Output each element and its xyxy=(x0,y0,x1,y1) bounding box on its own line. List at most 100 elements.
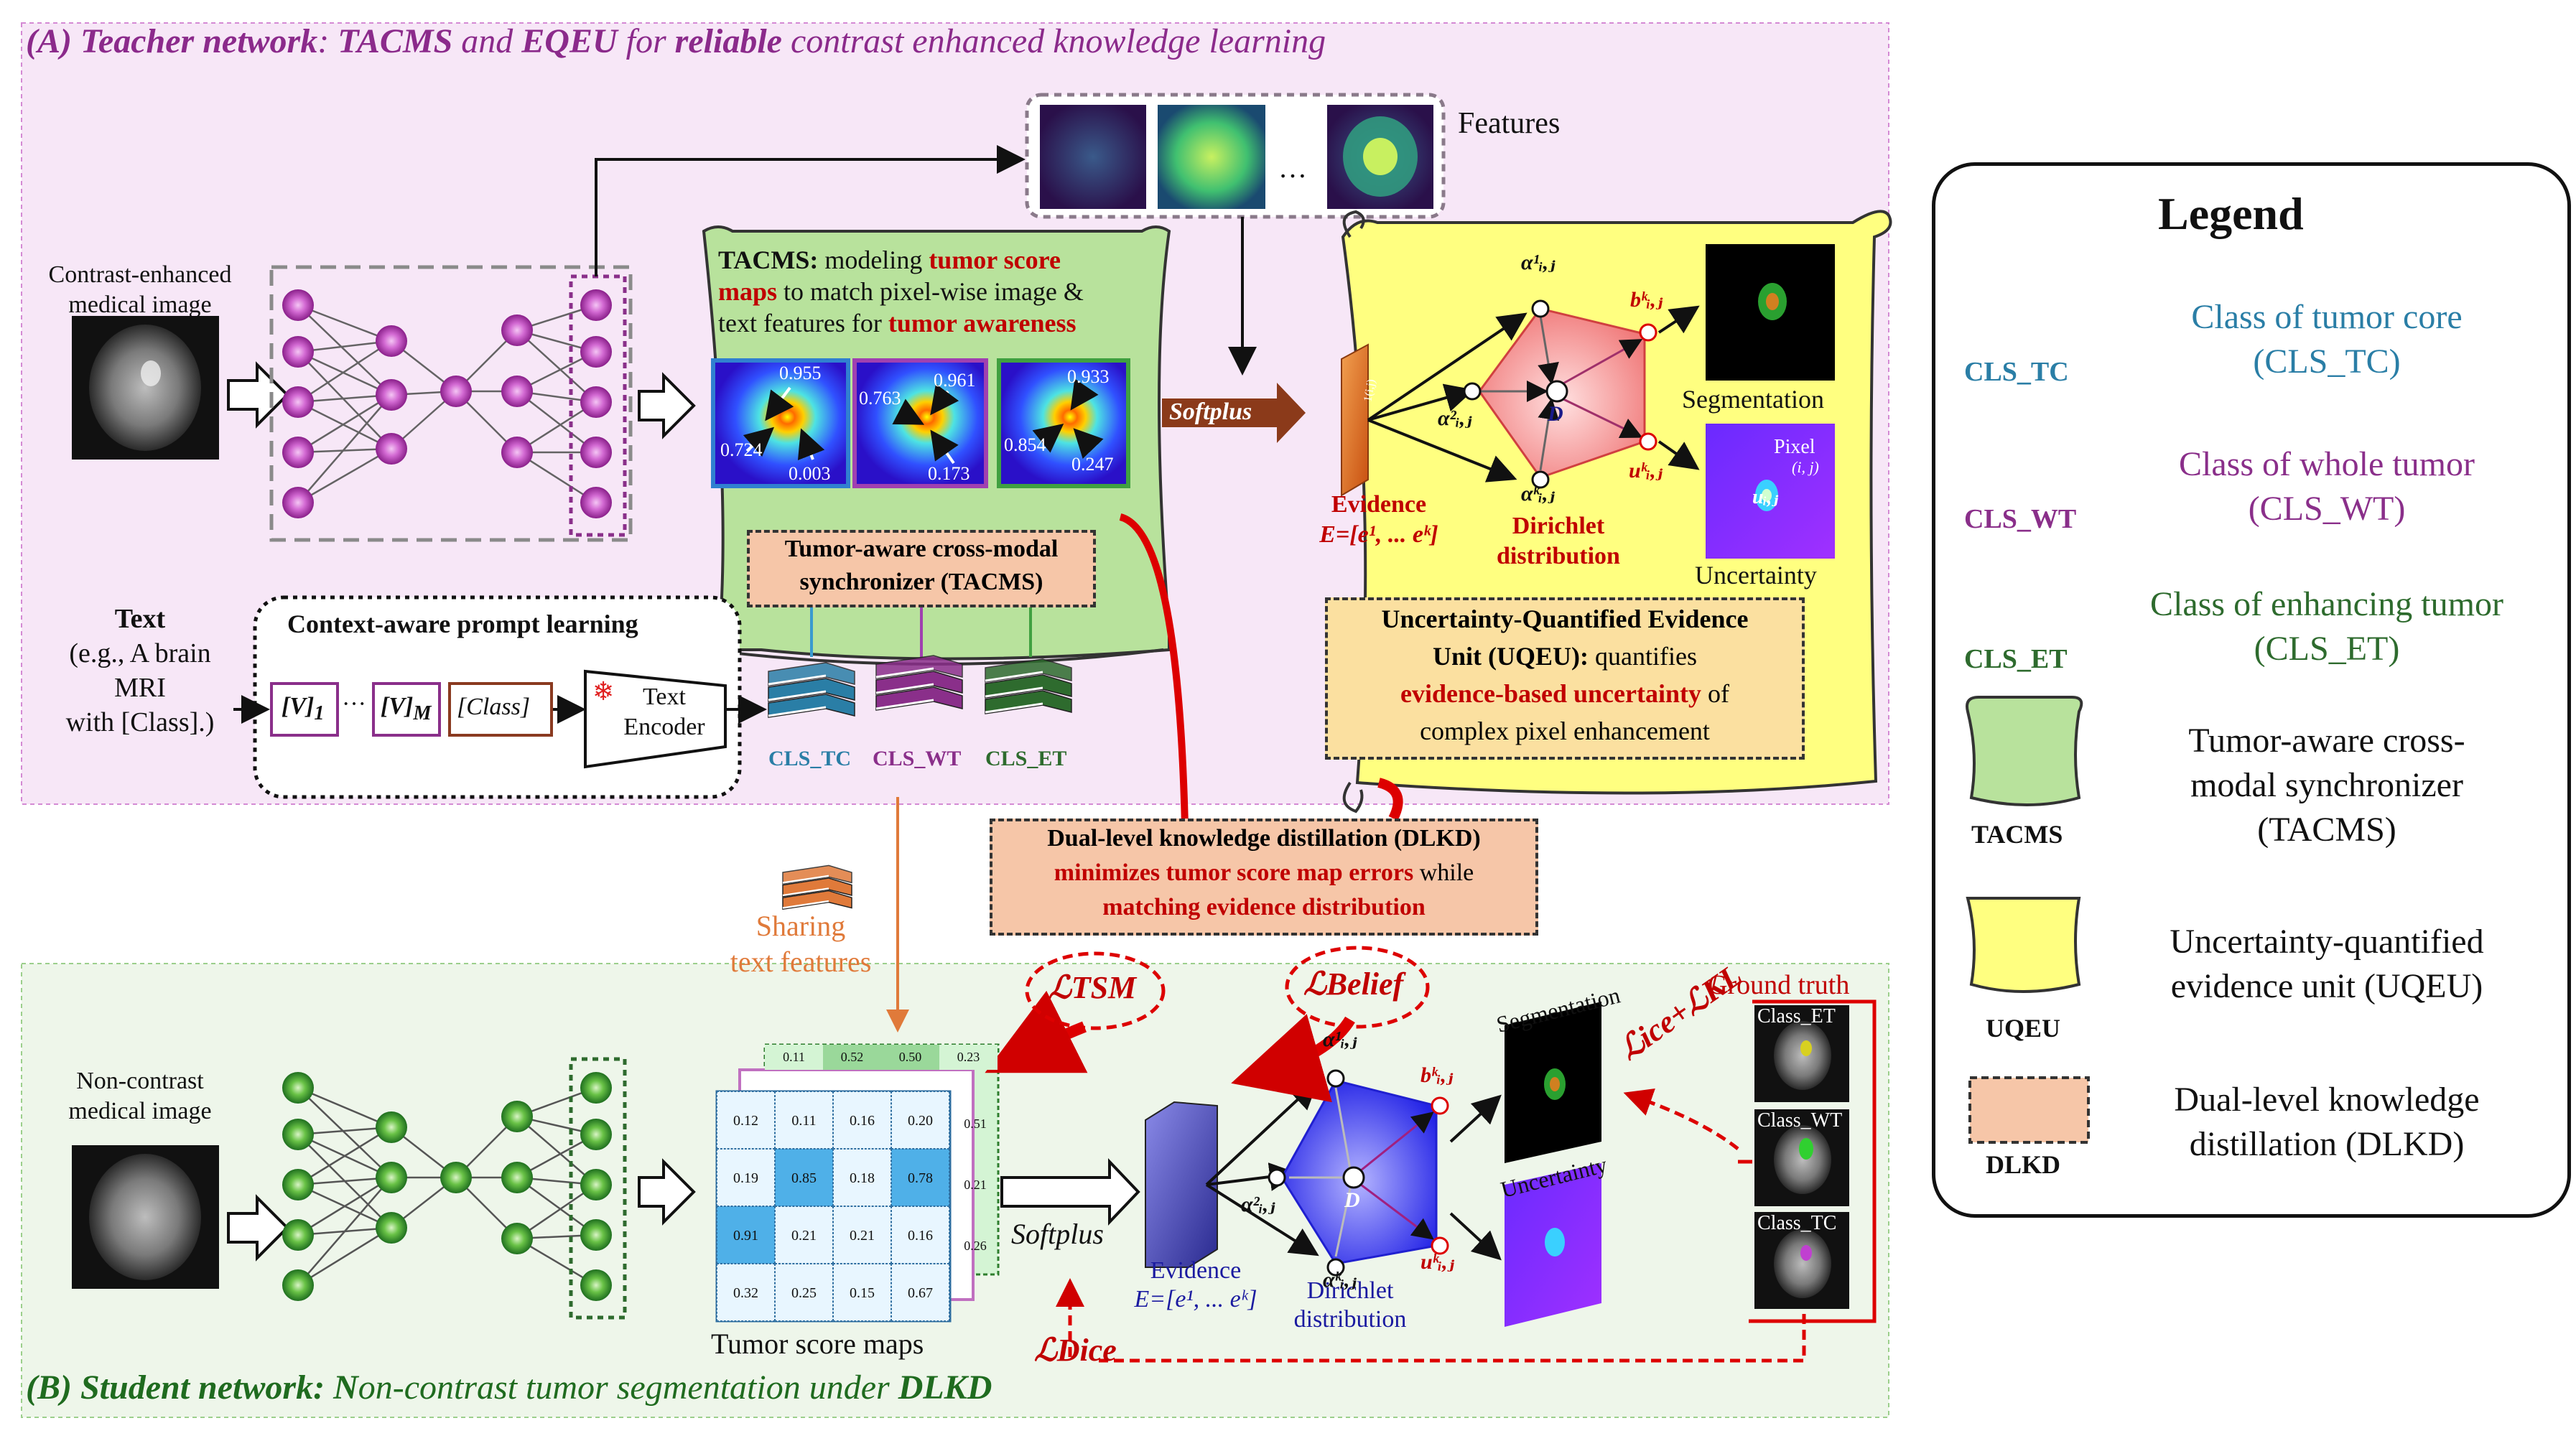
loss-tsm: ℒTSM xyxy=(1048,970,1137,1005)
teacher-dirichlet-label: Dirichlet distribution xyxy=(1487,511,1630,572)
uqeu-line3a: evidence-based uncertainty xyxy=(1400,679,1701,708)
score-cell-side: 0.26 xyxy=(964,1239,987,1253)
snowflake-icon: ❄ xyxy=(592,677,615,706)
teacher-uncertainty-label: Uncertainty xyxy=(1695,561,1817,589)
text-example-1: (e.g., A brain xyxy=(69,638,211,668)
dlkd-line2b: while xyxy=(1413,859,1474,886)
legend-title: Legend xyxy=(2158,188,2304,239)
text-title: Text xyxy=(114,604,166,634)
dlkd-box: Dual-level knowledge distillation (DLKD)… xyxy=(990,819,1538,936)
score-cell: 0.78 xyxy=(891,1149,949,1206)
score-cell: 0.16 xyxy=(833,1091,891,1149)
prompt-learning-title: Context-aware prompt learning xyxy=(287,610,638,638)
token-vm: [V]M xyxy=(381,693,432,725)
text-encoder-line2: Encoder xyxy=(623,714,705,740)
student-evidence-label: Evidence E=[e¹, ... eᵏ] xyxy=(1102,1256,1289,1314)
student-title-dlkd: DLKD xyxy=(898,1369,992,1407)
teacher-title-eqeu: EQEU xyxy=(521,22,618,60)
map3-left: 0.854 xyxy=(1004,434,1046,455)
cls-wt-label: CLS_WT xyxy=(873,747,962,770)
legend-icon-tacms-label: TACMS xyxy=(1971,820,2063,849)
legend-icon-wt-label: CLS_WT xyxy=(1964,504,2077,534)
sharing-line1: Sharing xyxy=(755,910,846,942)
dlkd-line3: matching evidence distribution xyxy=(1102,894,1426,920)
map3-top: 0.933 xyxy=(1067,366,1110,387)
tacms-desc-1c: tumor score xyxy=(929,246,1061,274)
book-sharing-icon xyxy=(782,864,852,910)
student-title-prefix: (B) xyxy=(26,1369,80,1407)
map2-top-a: 0.763 xyxy=(859,388,901,409)
legend-uqeu-line1: Uncertainty-quantified xyxy=(2170,923,2484,961)
student-title-rest: on-contrast tumor segmentation under xyxy=(358,1369,898,1407)
cls-et-label: CLS_ET xyxy=(985,747,1067,770)
student-u-label: uᵏᵢ,ⱼ xyxy=(1420,1250,1455,1274)
teacher-title: (A) Teacher network: TACMS and EQEU for … xyxy=(26,22,1326,61)
teacher-input-label: Contrast-enhanced medical image xyxy=(22,260,259,320)
score-cell: 0.12 xyxy=(717,1091,775,1149)
legend-icons xyxy=(1966,696,2090,1144)
tacms-desc-2a: maps xyxy=(718,277,778,306)
student-softplus-label: Softplus xyxy=(1011,1218,1104,1250)
legend-icon-tc-label: CLS_TC xyxy=(1964,357,2069,387)
score-cell: 0.20 xyxy=(891,1091,949,1149)
map3-right: 0.247 xyxy=(1071,454,1114,475)
teacher-evidence-line1: Evidence xyxy=(1331,491,1427,518)
legend-dlkd-line1: Dual-level knowledge xyxy=(2174,1081,2480,1119)
token-v1-text: [V] xyxy=(282,693,315,719)
teacher-input-label-line1: Contrast-enhanced xyxy=(48,261,232,288)
uqeu-box: Uncertainty-Quantified Evidence Unit (UQ… xyxy=(1325,597,1805,760)
dots-between-features: … xyxy=(1278,151,1307,184)
score-cell-back: 0.52 xyxy=(823,1045,881,1070)
pixel-u: uᵢ,ⱼ xyxy=(1752,486,1779,508)
teacher-alpha-2: α²ᵢ,ⱼ xyxy=(1438,406,1472,430)
loss-dice: ℒDice xyxy=(1034,1333,1117,1368)
score-cell: 0.21 xyxy=(775,1206,833,1264)
sharing-text-features: Sharing text features xyxy=(707,908,894,980)
score-cell-back: 0.23 xyxy=(939,1045,998,1070)
score-cell: 0.32 xyxy=(717,1264,775,1321)
legend-icon-uqeu-label: UQEU xyxy=(1986,1014,2061,1043)
legend-dlkd-line2: distillation (DLKD) xyxy=(2189,1125,2465,1163)
teacher-b-label: bᵏᵢ,ⱼ xyxy=(1630,288,1663,312)
teacher-title-network: Teacher network xyxy=(80,22,318,60)
score-cell: 0.11 xyxy=(775,1091,833,1149)
tacms-desc-1a: TACMS: xyxy=(718,246,819,274)
score-cell: 0.15 xyxy=(833,1264,891,1321)
book-et-icon xyxy=(985,658,1072,714)
map1-right: 0.003 xyxy=(789,463,831,484)
teacher-d-label: D xyxy=(1548,402,1563,426)
token-vm-text: [V] xyxy=(381,693,414,719)
student-evidence-line2: E=[e¹, ... eᵏ] xyxy=(1134,1286,1257,1313)
token-v1: [V]1 xyxy=(282,693,325,725)
legend-dlkd-text: Dual-level knowledge distillation (DLKD) xyxy=(2101,1078,2553,1167)
student-input-line2: medical image xyxy=(68,1098,212,1124)
token-class: [Class] xyxy=(457,694,531,720)
uqeu-line1: Uncertainty-Quantified Evidence xyxy=(1381,605,1749,633)
student-dirichlet-line2: distribution xyxy=(1293,1306,1407,1333)
score-cell: 0.25 xyxy=(775,1264,833,1321)
student-alpha-1: α¹ᵢ,ⱼ xyxy=(1323,1027,1357,1051)
student-input-label: Non-contrast medical image xyxy=(22,1066,259,1127)
score-cell-back: 0.11 xyxy=(765,1045,823,1070)
score-cell: 0.67 xyxy=(891,1264,949,1321)
student-b-label: bᵏᵢ,ⱼ xyxy=(1420,1063,1454,1087)
book-tc-icon xyxy=(768,662,855,718)
tumor-score-maps-label: Tumor score maps xyxy=(711,1328,924,1360)
gt-et-label: Class_ET xyxy=(1757,1005,1836,1027)
pixel-label: Pixel xyxy=(1774,436,1815,458)
token-v1-sub: 1 xyxy=(314,701,325,724)
legend-tacms-line3: (TACMS) xyxy=(2257,811,2396,849)
legend-et-line2: (CLS_ET) xyxy=(2254,630,2400,668)
score-cell-back: 0.50 xyxy=(881,1045,939,1070)
teacher-evidence-line2: E=[e¹, ... eᵏ] xyxy=(1319,521,1438,548)
score-cell: 0.18 xyxy=(833,1149,891,1206)
score-cell-side: 0.51 xyxy=(964,1116,987,1131)
token-vm-sub: M xyxy=(413,701,432,724)
legend-tacms-text: Tumor-aware cross- modal synchronizer (T… xyxy=(2101,719,2553,852)
text-example-2: MRI xyxy=(114,673,166,703)
legend-tc-line2: (CLS_TC) xyxy=(2253,342,2401,381)
student-title: (B) Student network: Non-contrast tumor … xyxy=(26,1368,992,1407)
text-example-3: with [Class].) xyxy=(65,707,215,737)
tacms-description: TACMS: modeling tumor score maps to matc… xyxy=(718,244,1084,339)
gt-wt-label: Class_WT xyxy=(1757,1109,1843,1132)
